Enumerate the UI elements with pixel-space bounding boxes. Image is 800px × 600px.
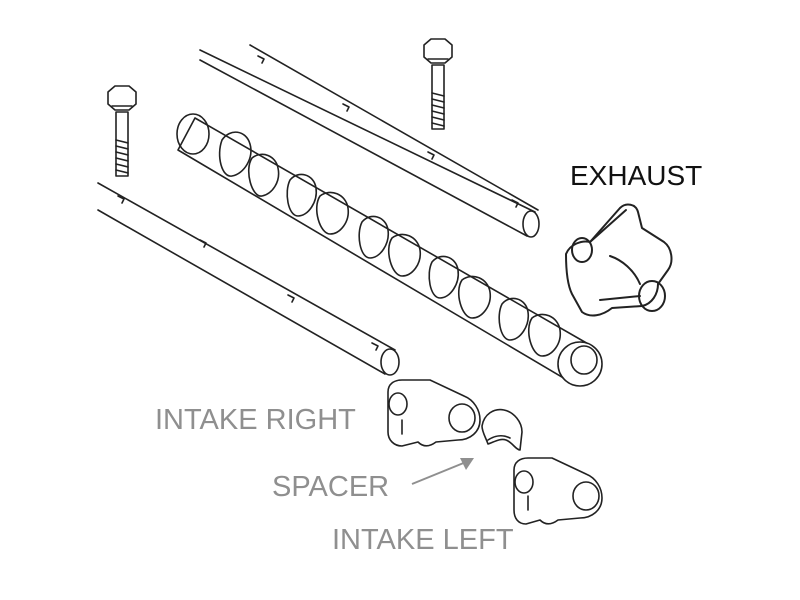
- exhaust-rocker-arm: [565, 203, 673, 317]
- spacer-label: SPACER: [272, 471, 390, 503]
- bolt-left: [107, 85, 137, 177]
- intake-left-rocker-arm: [513, 457, 603, 525]
- camshaft: [176, 113, 603, 387]
- rocker-shaft-back: [249, 44, 539, 211]
- spacer-part: [481, 408, 523, 451]
- rocker-shaft-lower: [97, 182, 400, 376]
- exhaust-label: EXHAUST: [570, 160, 703, 191]
- bolt-right: [423, 38, 453, 130]
- arrow-up-right-icon: [411, 458, 474, 485]
- rocker-shaft-upper: [199, 49, 540, 238]
- intake-right-rocker-arm: [387, 379, 481, 447]
- cam-lobes: [218, 131, 562, 357]
- intake-left-label: INTAKE LEFT: [332, 524, 514, 556]
- intake-right-label: INTAKE RIGHT: [155, 404, 356, 436]
